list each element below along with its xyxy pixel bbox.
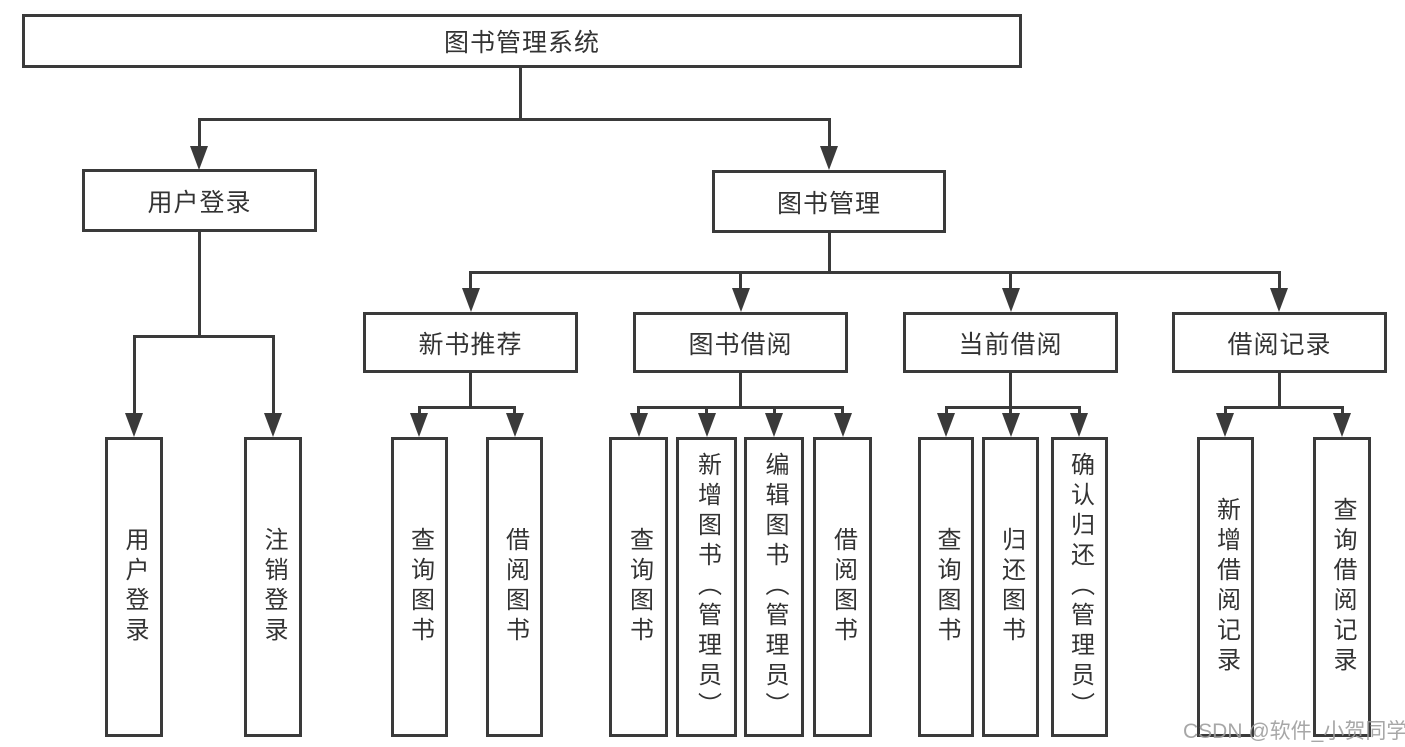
edge-arrowhead [1270, 288, 1288, 312]
leaf-query-books-borrow: 查询图书 [609, 437, 668, 737]
node-new-book-recommendation: 新书推荐 [363, 312, 578, 373]
edge-drop [1009, 406, 1012, 414]
edge-drop [1009, 274, 1012, 289]
edge-arrowhead [765, 413, 783, 437]
node-label: 归还图书 [997, 527, 1025, 647]
edge-arrowhead [834, 413, 852, 437]
edge-rail [637, 406, 844, 409]
node-label: 注销登录 [260, 527, 287, 647]
edge-drop [513, 406, 516, 414]
edge-arrowhead [190, 146, 208, 170]
edge-arrowhead [264, 413, 282, 437]
node-label: 图书管理系统 [443, 29, 600, 57]
edge-drop [133, 335, 136, 415]
edge-stem [828, 231, 831, 274]
leaf-query-borrow-record: 查询借阅记录 [1313, 437, 1371, 737]
node-label: 借阅图书 [829, 527, 857, 647]
leaf-user-login: 用户登录 [105, 437, 163, 737]
edge-drop [469, 271, 472, 289]
edge-drop [1078, 406, 1081, 414]
edge-arrowhead [820, 146, 838, 170]
node-label: 新增图书（管理员） [693, 452, 721, 722]
edge-arrowhead [506, 413, 524, 437]
edge-drop [1341, 406, 1344, 414]
edge-drop [739, 274, 742, 289]
edge-rail [1224, 406, 1343, 409]
node-book-borrowing: 图书借阅 [633, 312, 848, 373]
leaf-return-books: 归还图书 [982, 437, 1039, 737]
leaf-edit-books-admin: 编辑图书（管理员） [744, 437, 804, 737]
leaf-borrow-books: 借阅图书 [813, 437, 872, 737]
node-label: 查询图书 [933, 527, 960, 647]
edge-rail [133, 335, 275, 338]
node-label: 图书管理 [776, 189, 881, 218]
node-label: 查询图书 [406, 527, 434, 647]
edge-stem [739, 371, 742, 409]
node-library-management-system: 图书管理系统 [22, 14, 1022, 68]
edge-arrowhead [1002, 288, 1020, 312]
edge-root-rail [198, 118, 831, 121]
node-label: 借阅记录 [1227, 330, 1332, 359]
node-user-login: 用户登录 [82, 169, 317, 232]
node-label: 当前借阅 [958, 330, 1063, 359]
edge-root-stem [519, 68, 522, 121]
edge-drop [418, 406, 421, 414]
edge-drop [1278, 271, 1281, 289]
edge-stem [1009, 371, 1012, 409]
edge-drop [828, 118, 831, 148]
node-label: 查询图书 [625, 527, 653, 647]
edge-arrowhead [125, 413, 143, 437]
edge-rail [469, 271, 1281, 274]
edge-arrowhead [937, 413, 955, 437]
csdn-watermark: CSDN @软件_小贺同学 [1183, 720, 1405, 743]
edge-drop [637, 406, 640, 414]
edge-stem [469, 371, 472, 409]
node-label: 用户登录 [147, 188, 252, 217]
edge-drop [198, 118, 201, 148]
node-label: 借阅图书 [501, 527, 529, 647]
edge-drop [705, 406, 708, 414]
node-label: 用户登录 [121, 527, 148, 647]
edge-arrowhead [1002, 413, 1020, 437]
edge-arrowhead [698, 413, 716, 437]
leaf-query-books-current: 查询图书 [918, 437, 974, 737]
node-book-management: 图书管理 [712, 170, 946, 233]
edge-stem [198, 230, 201, 338]
edge-drop [773, 406, 776, 414]
edge-arrowhead [1333, 413, 1351, 437]
node-label: 确认归还（管理员） [1066, 452, 1094, 722]
leaf-logout: 注销登录 [244, 437, 302, 737]
node-label: 查询借阅记录 [1329, 497, 1356, 677]
edge-arrowhead [630, 413, 648, 437]
node-label: 新书推荐 [418, 330, 523, 359]
edge-drop [272, 335, 275, 415]
edge-drop [841, 406, 844, 414]
edge-arrowhead [462, 288, 480, 312]
edge-arrowhead [732, 288, 750, 312]
leaf-query-books-recommend: 查询图书 [391, 437, 448, 737]
edge-rail [418, 406, 516, 409]
node-label: 图书借阅 [688, 330, 793, 359]
edge-arrowhead [1216, 413, 1234, 437]
leaf-confirm-return-admin: 确认归还（管理员） [1051, 437, 1108, 737]
edge-arrowhead [1070, 413, 1088, 437]
edge-rail [945, 406, 1081, 409]
node-label: 编辑图书（管理员） [761, 452, 788, 722]
leaf-add-books-admin: 新增图书（管理员） [676, 437, 737, 737]
edge-arrowhead [410, 413, 428, 437]
node-label: 新增借阅记录 [1212, 497, 1240, 677]
leaf-borrow-books-recommend: 借阅图书 [486, 437, 543, 737]
node-borrowing-records: 借阅记录 [1172, 312, 1387, 373]
leaf-add-borrow-record: 新增借阅记录 [1197, 437, 1254, 737]
node-current-borrowing: 当前借阅 [903, 312, 1118, 373]
edge-drop [1224, 406, 1227, 414]
edge-drop [945, 406, 948, 414]
edge-stem [1278, 371, 1281, 409]
